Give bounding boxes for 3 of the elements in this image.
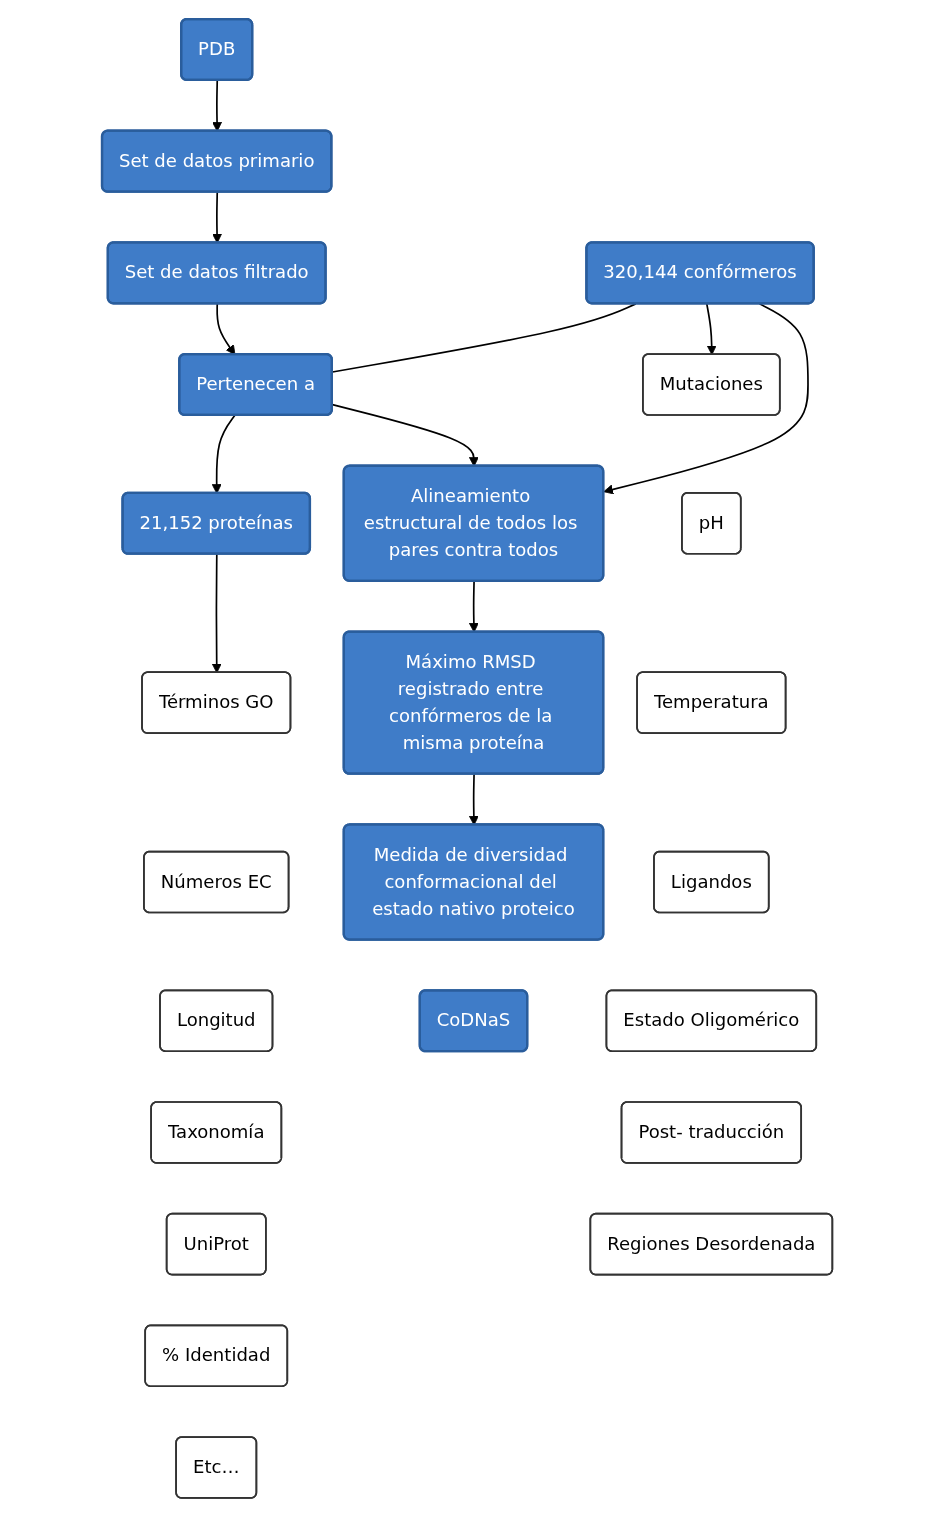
arrow <box>705 303 717 356</box>
arrow <box>211 553 222 674</box>
arrow <box>603 303 809 495</box>
